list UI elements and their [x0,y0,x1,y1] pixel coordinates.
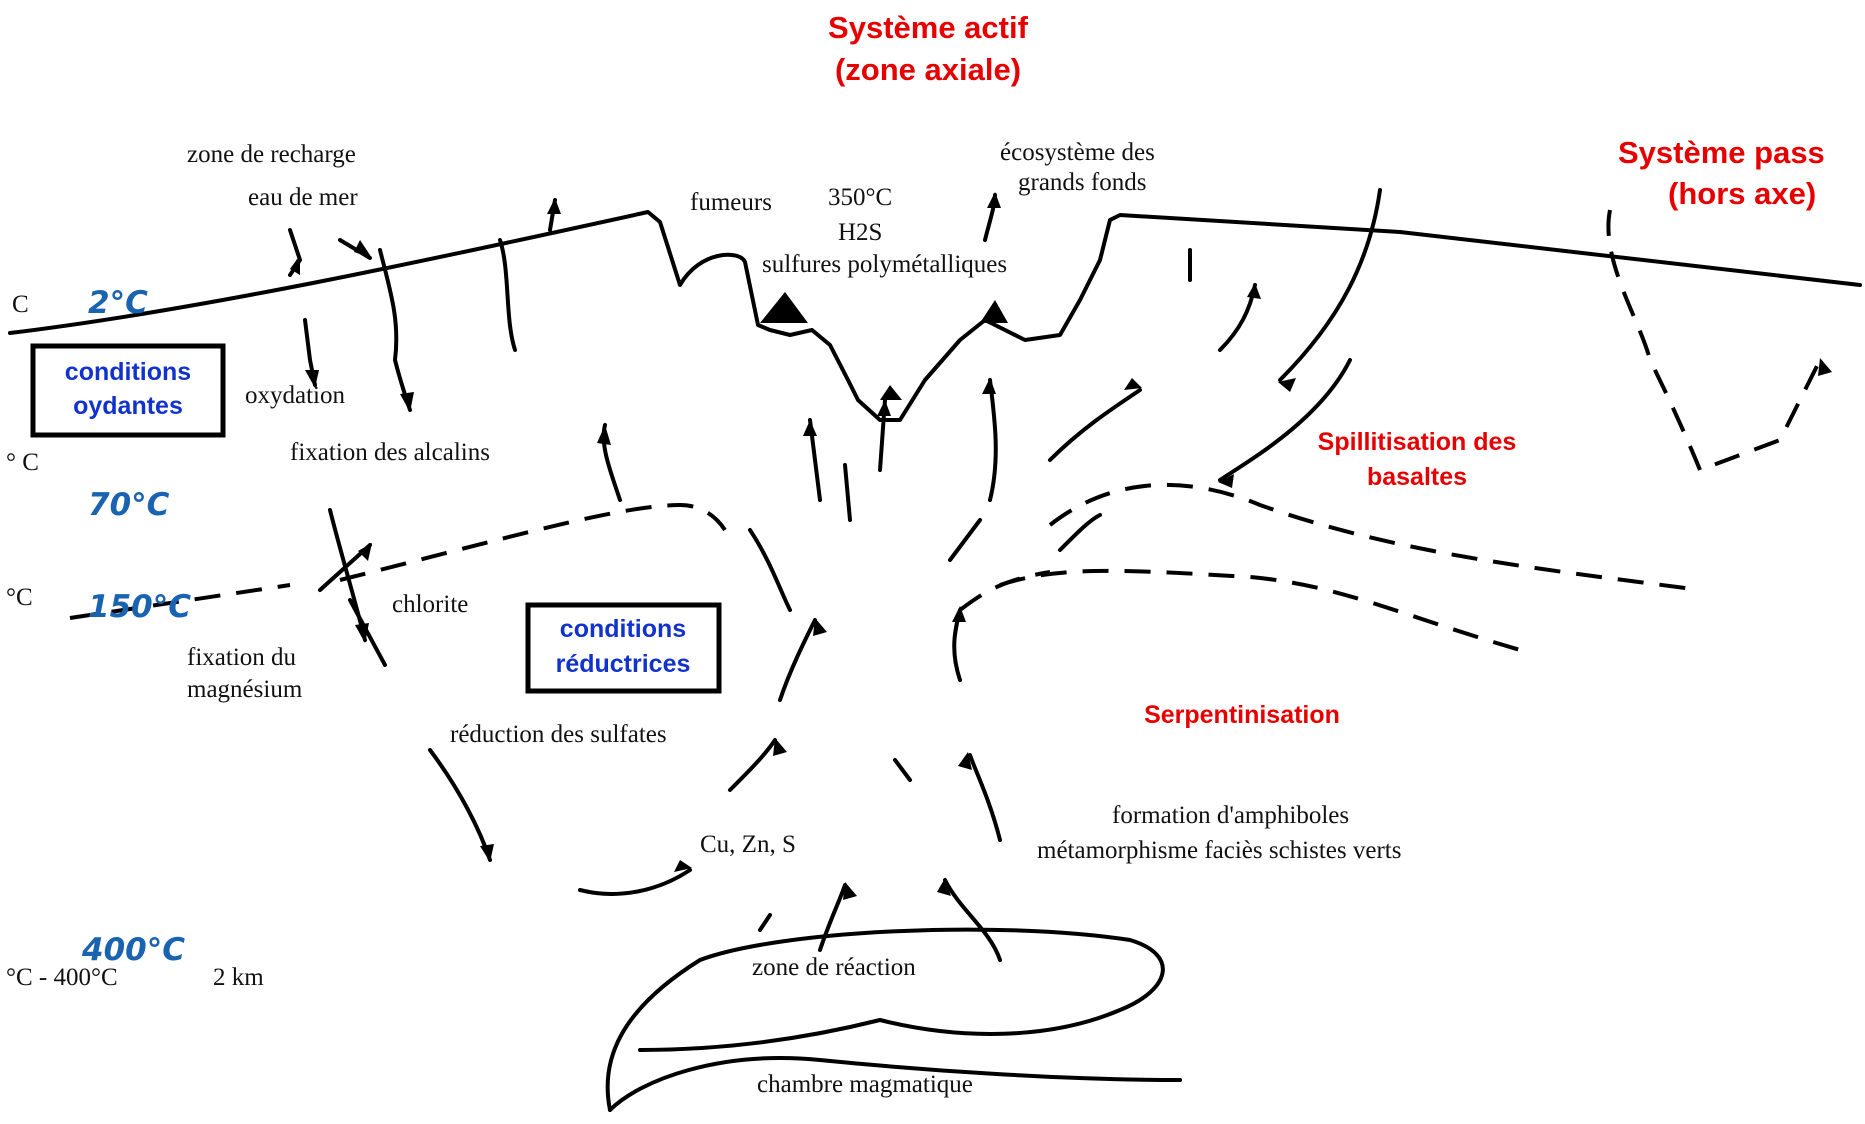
arrowhead [400,392,414,412]
smoker-right [980,300,1008,323]
depth-km-label: 2 km [213,964,264,991]
reduction-sulfates-label: réduction des sulfates [450,721,667,748]
bottom-arrow [580,870,690,894]
arrowhead [358,543,372,561]
active-system-title: Système actif [828,10,1029,45]
amphiboles-label-2: métamorphisme faciès schistes verts [1037,837,1401,864]
downflow-3 [500,240,515,350]
arrowhead [1124,378,1142,390]
upflow-9 [990,380,996,500]
fixation-mg-label-2: magnésium [187,676,303,703]
ecosysteme-label-2: grands fonds [1018,169,1146,196]
isotherm-70-left [340,505,725,580]
zone-recharge-label: zone de recharge [187,141,356,168]
oxidizing-conditions-label-2: oydantes [73,392,183,420]
oxidizing-conditions-label: conditions [65,358,191,386]
reducing-conditions-label: conditions [560,615,686,643]
passive-system-title: Système pass [1618,135,1825,170]
arrowhead [987,192,1001,208]
oxydation-label: oxydation [245,382,345,409]
chlorite-label: chlorite [392,591,468,618]
spillitisation-label: Spillitisation des [1318,428,1517,456]
arrow-heads [290,192,1832,900]
lateral-right-2 [1060,515,1100,550]
active-system-subtitle: (zone axiale) [835,52,1021,87]
sulfures-label: sulfures polymétalliques [762,251,1007,278]
isotherm-400-inner [960,572,1050,610]
zone-reaction-label: zone de réaction [752,954,916,981]
arrowhead [843,882,857,900]
arrowhead [1818,358,1832,376]
upflow-12 [945,880,1000,960]
arrowhead [773,738,787,756]
temp-400-label: 400°C [81,932,185,968]
downflow-right-2 [1220,360,1350,480]
downflow-5 [350,600,385,665]
upflow-15 [895,760,910,780]
temp-350-label: 350°C [828,184,892,211]
upflow-4 [730,740,775,790]
amphiboles-label: formation d'amphiboles [1112,802,1349,829]
arrowhead [813,618,827,636]
cu-zn-s-label: Cu, Zn, S [700,831,796,858]
chambre-magmatique-label: chambre magmatique [757,1071,973,1098]
smoker-left [760,292,808,323]
depth-range-label: °C - 400°C [6,964,118,991]
upflow-2 [750,530,790,610]
arrowhead [1247,283,1261,299]
fixation-mg-label: fixation du [187,644,297,671]
downflow-right-1 [1280,190,1380,380]
cut-temp-label-3: °C [6,584,33,611]
temp-150-label: 150°C [88,589,191,625]
arrowhead [547,198,561,214]
arrowhead [803,420,817,436]
isotherm-150-right [1000,571,1520,650]
downflow-2 [380,250,410,410]
reducing-conditions-label-2: réductrices [556,650,691,678]
eau-de-mer-label: eau de mer [248,184,358,211]
arrowhead [480,844,494,862]
cut-temp-label-2: ° C [6,449,39,476]
isotherm-70-right [1050,485,1700,590]
upflow-11 [970,755,1000,840]
temp-2-label: 2°C [88,285,148,321]
downflow-sw [430,750,490,860]
cut-temp-label-1: C [12,291,29,318]
smoker-mid [880,385,902,400]
upflow-3 [780,620,815,700]
upflow-13 [820,885,845,950]
upflow-14 [760,915,770,930]
ecosysteme-label: écosystème des [1000,139,1155,166]
temp-70-label: 70°C [88,487,170,523]
fixation-alcalins-label: fixation des alcalins [290,439,490,466]
passive-system-subtitle: (hors axe) [1668,176,1816,211]
fumeurs-label: fumeurs [690,189,772,216]
serpentinisation-label: Serpentinisation [1144,701,1340,729]
arrowhead [982,378,996,394]
h2s-label: H2S [838,219,882,246]
lateral-right-1 [1050,390,1140,460]
arrowhead [877,400,891,416]
upflow-6 [845,465,850,520]
arrowhead [597,425,611,445]
isotherm-passive [1608,210,1820,470]
upflow-8 [950,520,980,560]
spillitisation-label-2: basaltes [1367,463,1467,491]
